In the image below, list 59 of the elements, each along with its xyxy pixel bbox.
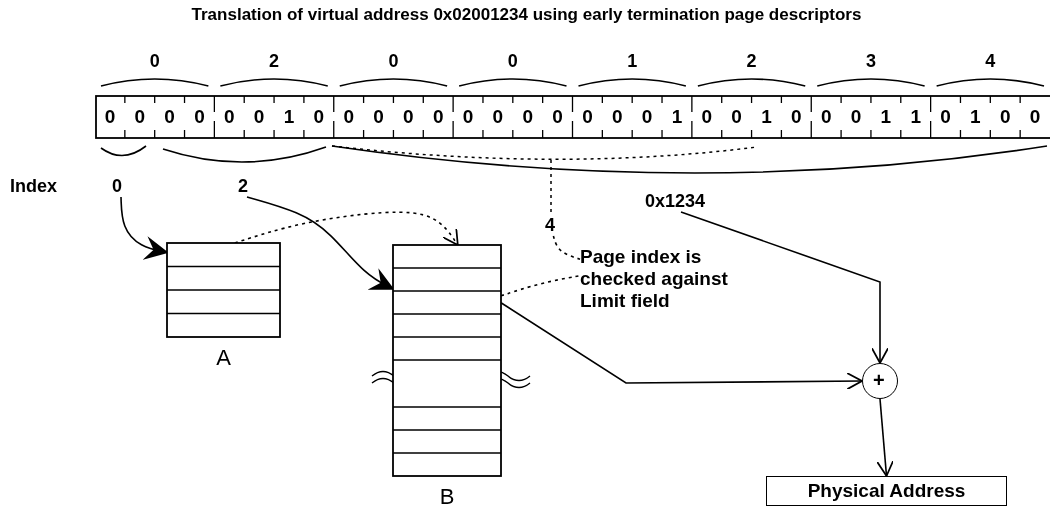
result-box: Physical Address [766, 476, 1007, 506]
hex-digit: 3 [864, 50, 877, 72]
hex-digit: 0 [506, 50, 519, 72]
plus-sign: + [873, 369, 885, 391]
bit-value: 0 [730, 106, 743, 128]
bit-value: 0 [223, 106, 236, 128]
row-label: Index [10, 175, 58, 197]
bit-value: 0 [193, 106, 206, 128]
hex-digit: 0 [387, 50, 400, 72]
bit-value: 0 [790, 106, 803, 128]
arrow [680, 211, 889, 364]
bit-value: 0 [163, 106, 176, 128]
bit-value: 0 [432, 106, 445, 128]
bit-value: 0 [133, 106, 146, 128]
note-text: Page index is checked against Limit field [580, 246, 729, 312]
hex-digit: 1 [626, 50, 639, 72]
bit-value: 0 [850, 106, 862, 128]
bit-value: 0 [611, 106, 624, 128]
hex-digit: 0 [148, 50, 161, 72]
index-value: 2 [238, 175, 248, 197]
hex-digit: 4 [984, 50, 997, 72]
bit-value: 1 [879, 106, 892, 128]
bit-value: 0 [312, 106, 325, 128]
bit-value: 0 [641, 106, 654, 128]
page-table [167, 243, 280, 337]
bit-value: 0 [402, 106, 415, 128]
bit-value: 0 [462, 106, 475, 128]
bit-value: 0 [999, 106, 1012, 128]
index-value: 0x1234 [645, 190, 706, 212]
bit-value: 0 [253, 106, 266, 128]
leader-line [552, 235, 581, 260]
diagram-title: Translation of virtual address 0x02001234 using early termination page descriptors [190, 4, 863, 26]
table-label: A [215, 347, 232, 369]
bit-value: 0 [342, 106, 355, 128]
bit-value: 0 [700, 106, 713, 128]
address-register [95, 96, 1050, 138]
bit-value: 0 [372, 106, 385, 128]
bit-value: 1 [670, 106, 683, 128]
leader-line [500, 274, 581, 297]
bit-value: 1 [283, 106, 295, 128]
bit-value: 1 [760, 106, 773, 128]
index-value: 0 [112, 175, 122, 197]
bit-value: 0 [521, 106, 534, 128]
arrow [876, 398, 895, 477]
bit-value: 1 [909, 106, 922, 128]
bit-value: 0 [103, 106, 116, 128]
hex-digit: 2 [745, 50, 758, 72]
hex-digit: 2 [268, 50, 281, 72]
page-table [393, 245, 501, 476]
table-label: B [438, 486, 456, 508]
index-value: 4 [545, 214, 555, 236]
bit-value: 0 [551, 106, 564, 128]
bit-value: 0 [491, 106, 504, 128]
bit-value: 0 [581, 106, 594, 128]
bit-value: 0 [820, 106, 833, 128]
bit-value: 0 [939, 106, 952, 128]
bit-value: 0 [1029, 106, 1042, 128]
bit-value: 1 [969, 106, 982, 128]
adder-circle [862, 363, 898, 399]
